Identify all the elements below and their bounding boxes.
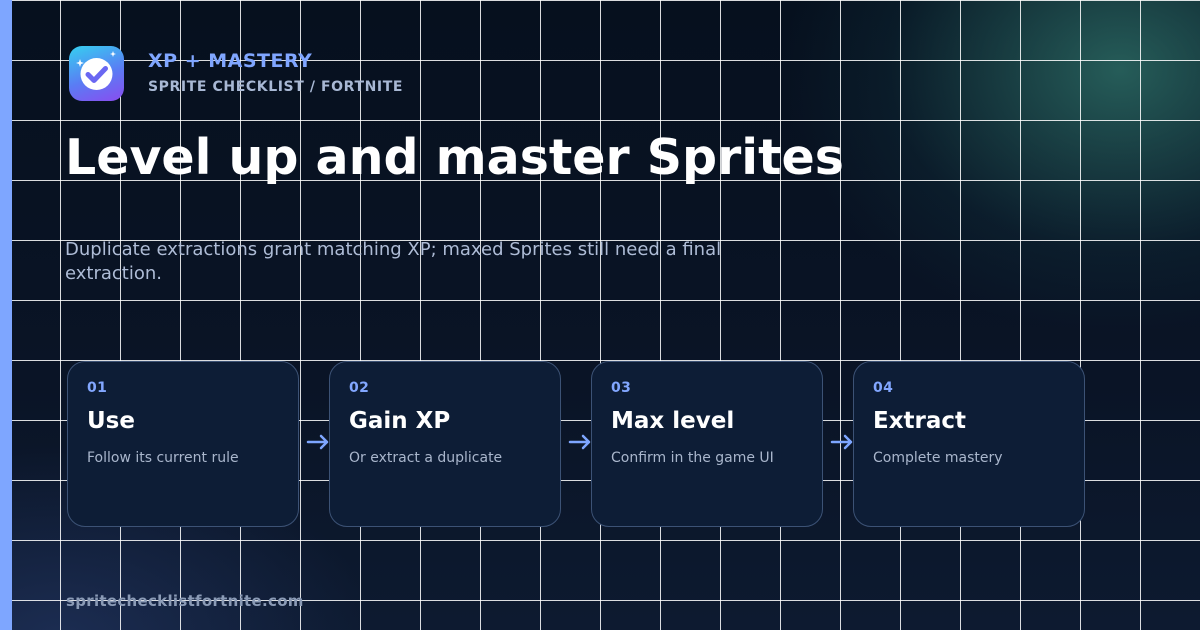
step-number: 02 bbox=[349, 380, 370, 396]
arrow-right-icon bbox=[568, 434, 591, 450]
step-description: Confirm in the game UI bbox=[611, 450, 774, 466]
step-card-extract: 04 Extract Complete mastery bbox=[853, 361, 1085, 527]
arrow-right-icon bbox=[306, 434, 329, 450]
accent-bar bbox=[0, 0, 12, 630]
step-number: 03 bbox=[611, 380, 632, 396]
checkmark-sparkle-icon bbox=[69, 46, 124, 101]
step-title: Extract bbox=[873, 408, 967, 434]
step-title: Max level bbox=[611, 408, 735, 434]
step-title: Gain XP bbox=[349, 408, 451, 434]
breadcrumb: SPRITE CHECKLIST / FORTNITE bbox=[148, 79, 404, 95]
step-number: 04 bbox=[873, 380, 894, 396]
step-description: Complete mastery bbox=[873, 450, 1003, 466]
eyebrow-label: XP + MASTERY bbox=[148, 50, 313, 72]
step-card-max-level: 03 Max level Confirm in the game UI bbox=[591, 361, 823, 527]
step-description: Or extract a duplicate bbox=[349, 450, 503, 466]
page-title: Level up and master Sprites bbox=[65, 129, 844, 186]
arrow-right-icon bbox=[830, 434, 853, 450]
step-card-use: 01 Use Follow its current rule bbox=[67, 361, 299, 527]
page-subtitle: Duplicate extractions grant matching XP;… bbox=[65, 239, 722, 284]
step-description: Follow its current rule bbox=[87, 450, 239, 466]
step-number: 01 bbox=[87, 380, 108, 396]
step-title: Use bbox=[87, 408, 135, 434]
footer-site-link[interactable]: spritechecklistfortnite.com bbox=[66, 592, 304, 610]
step-card-gain-xp: 02 Gain XP Or extract a duplicate bbox=[329, 361, 561, 527]
